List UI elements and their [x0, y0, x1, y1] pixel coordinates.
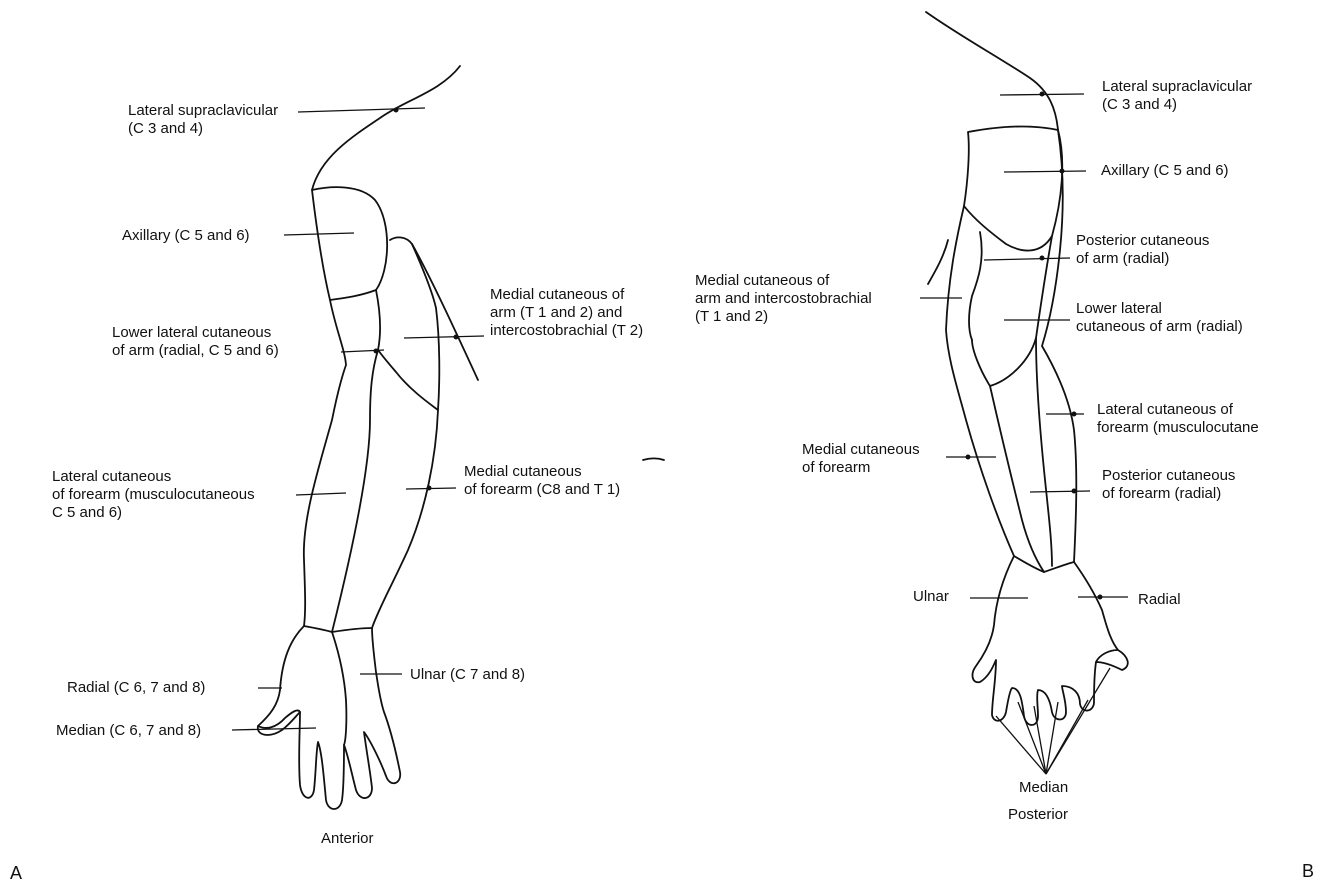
anterior-medial-forearm-outline — [372, 410, 438, 628]
label-b-medial-cutaneous-arm: Medial cutaneous of arm and intercostobr… — [695, 272, 872, 326]
anterior-trunk-line — [412, 244, 478, 380]
panel-letter-a: A — [10, 863, 22, 884]
label-a-axillary: Axillary (C 5 and 6) — [122, 227, 250, 245]
dot-a-lateral-supraclavicular — [394, 108, 399, 113]
posterior-medial-arm-outline — [946, 206, 1014, 556]
dot-b-posterior-forearm — [1072, 489, 1077, 494]
posterior-shoulder-outline — [926, 12, 1058, 130]
dot-b-lateral-supraclavicular — [1040, 92, 1045, 97]
label-a-lateral-cutaneous-forearm: Lateral cutaneous of forearm (musculocut… — [52, 468, 255, 522]
dot-b-posterior-cutaneous-arm — [1040, 256, 1045, 261]
dot-b-lateral-forearm — [1072, 412, 1077, 417]
dot-b-axillary — [1060, 169, 1065, 174]
label-b-posterior-cutaneous-forearm: Posterior cutaneous of forearm (radial) — [1102, 467, 1235, 503]
anterior-lateral-arm-outline — [304, 300, 346, 626]
leader-a-lateral-supraclavicular — [298, 108, 425, 112]
posterior-axillary-region — [964, 126, 1062, 250]
anterior-arm — [232, 66, 664, 809]
leader-a-axillary — [284, 233, 354, 235]
dot-a-lower-lateral-arm — [374, 349, 379, 354]
leader-a-median — [232, 728, 316, 730]
view-label-posterior: Posterior — [1008, 806, 1068, 823]
label-a-lateral-supraclavicular: Lateral supraclavicular (C 3 and 4) — [128, 102, 278, 138]
posterior-arm-strip — [969, 232, 982, 340]
label-a-medial-cutaneous-arm: Medial cutaneous of arm (T 1 and 2) and … — [490, 286, 643, 340]
leader-a-medial-arm — [404, 336, 484, 338]
posterior-hand — [973, 556, 1128, 725]
label-b-radial: Radial — [1138, 591, 1181, 609]
anterior-medial-arm-region — [378, 237, 439, 410]
posterior-wrist — [1014, 556, 1074, 572]
label-b-lateral-cutaneous-forearm: Lateral cutaneous of forearm (musculocut… — [1097, 401, 1259, 437]
leader-b-axillary — [1004, 171, 1086, 172]
label-a-ulnar: Ulnar (C 7 and 8) — [410, 666, 525, 684]
anterior-axillary-region — [312, 187, 387, 300]
anterior-shoulder-outline — [312, 66, 460, 190]
label-b-lateral-supraclavicular: Lateral supraclavicular (C 3 and 4) — [1102, 78, 1252, 114]
posterior-trunk-line — [928, 240, 948, 284]
leader-b-posterior-cutaneous-arm — [984, 258, 1070, 260]
label-b-ulnar: Ulnar — [913, 588, 949, 606]
label-a-radial: Radial (C 6, 7 and 8) — [67, 679, 205, 697]
label-b-lower-lateral-cutaneous-arm: Lower lateral cutaneous of arm (radial) — [1076, 300, 1243, 336]
panel-letter-b: B — [1302, 861, 1314, 882]
posterior-arm — [920, 12, 1128, 774]
anterior-hand — [258, 626, 400, 809]
posterior-forearm-strip-1 — [990, 386, 1044, 572]
label-b-medial-cutaneous-forearm: Medial cutaneous of forearm — [802, 441, 920, 477]
anterior-inner-arm-divide — [332, 290, 380, 632]
anterior-stray-mark — [643, 459, 664, 461]
dot-b-medial-forearm — [966, 455, 971, 460]
anterior-wrist — [304, 626, 372, 632]
label-b-axillary: Axillary (C 5 and 6) — [1101, 162, 1229, 180]
label-a-lower-lateral-cutaneous-arm: Lower lateral cutaneous of arm (radial, … — [112, 324, 279, 360]
view-label-anterior: Anterior — [321, 830, 374, 847]
label-a-medial-cutaneous-forearm: Medial cutaneous of forearm (C8 and T 1) — [464, 463, 620, 499]
label-a-median: Median (C 6, 7 and 8) — [56, 722, 201, 740]
leader-a-lateral-forearm — [296, 493, 346, 495]
leader-b-posterior-forearm — [1030, 491, 1090, 492]
label-b-posterior-cutaneous-arm: Posterior cutaneous of arm (radial) — [1076, 232, 1209, 268]
dot-b-radial — [1098, 595, 1103, 600]
dot-a-medial-forearm — [427, 486, 432, 491]
posterior-forearm-strip-2 — [1036, 338, 1052, 566]
label-b-median: Median — [1019, 779, 1068, 797]
anterior-hand-divide — [332, 632, 346, 745]
leader-b-median-fan — [996, 668, 1110, 774]
dot-a-medial-arm — [454, 335, 459, 340]
posterior-hand-divide — [1096, 650, 1118, 662]
